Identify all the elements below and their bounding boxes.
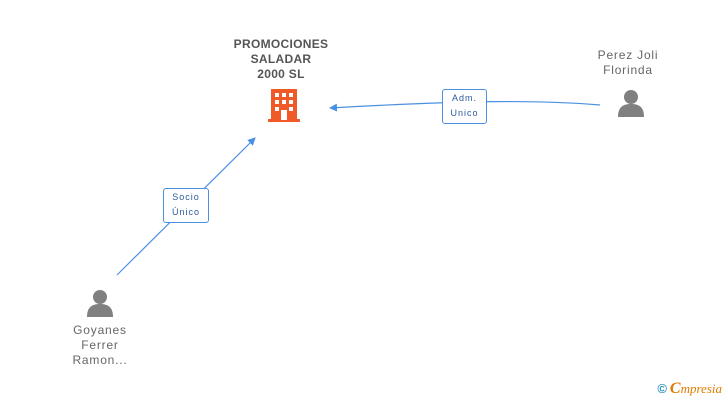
person-icon[interactable]: [86, 289, 114, 317]
edge-label-line: Único: [171, 207, 200, 217]
person-name-perez[interactable]: Perez Joli Florinda: [578, 48, 678, 78]
edge-label-socio-unico[interactable]: Socio Único: [163, 188, 209, 223]
person-name-line: Ferrer: [81, 338, 119, 352]
person-name-line: Ramon...: [72, 353, 128, 367]
person-icon[interactable]: [617, 89, 645, 117]
copyright-symbol: ©: [657, 381, 667, 396]
brand-name: mpresia: [680, 381, 722, 396]
company-name-line: 2000 SL: [257, 67, 305, 81]
edge-label-line: Unico: [450, 108, 479, 118]
person-name-line: Goyanes: [73, 323, 127, 337]
person-name-goyanes[interactable]: Goyanes Ferrer Ramon...: [50, 323, 150, 368]
edge-perez-company: [329, 100, 601, 112]
company-name-line: PROMOCIONES: [233, 37, 329, 51]
company-name-line: SALADAR: [250, 52, 312, 66]
person-name-line: Perez Joli: [597, 48, 659, 62]
edge-label-line: Socio: [172, 192, 200, 202]
building-icon[interactable]: [268, 89, 300, 123]
empresia-watermark: ©Cmpresia: [657, 380, 722, 398]
person-name-line: Florinda: [603, 63, 653, 77]
company-name[interactable]: PROMOCIONES SALADAR 2000 SL: [206, 37, 356, 82]
edge-label-adm-unico[interactable]: Adm. Unico: [442, 89, 487, 124]
brand-initial: C: [669, 380, 681, 397]
edge-label-line: Adm.: [451, 93, 477, 103]
